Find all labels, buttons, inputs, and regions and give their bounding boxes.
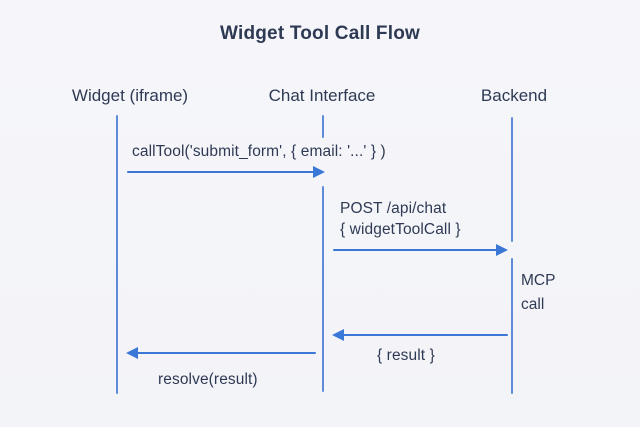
actor-label-backend: Backend	[480, 86, 548, 105]
arrow-shaft	[333, 249, 501, 251]
lifeline-chat-top-segment	[322, 115, 324, 138]
arrow-shaft	[339, 334, 508, 336]
lifeline-backend-main-segment	[511, 258, 513, 394]
arrowhead-right-icon	[496, 244, 508, 256]
message-label-result: { result }	[377, 347, 435, 364]
arrow-shaft	[127, 171, 318, 173]
message-arrow-result	[332, 329, 508, 341]
note-line-2: call	[521, 296, 545, 313]
message-label-calltool: callTool('submit_form', { email: '...' }…	[132, 143, 386, 160]
message-label-post-api-chat: POST /api/chat { widgetToolCall }	[340, 198, 461, 240]
diagram-title: Widget Tool Call Flow	[220, 23, 420, 44]
message-label-line-1: POST /api/chat	[340, 200, 447, 217]
note-mcp-call: MCP call	[521, 269, 555, 317]
lifeline-backend-top-segment	[511, 117, 513, 242]
message-arrow-resolve	[126, 347, 316, 359]
message-arrow-calltool	[127, 166, 325, 178]
arrowhead-left-icon	[126, 347, 138, 359]
arrowhead-right-icon	[313, 166, 325, 178]
lifeline-chat-main-segment	[322, 186, 324, 392]
message-label-resolve: resolve(result)	[158, 371, 258, 388]
actor-label-chat-interface: Chat Interface	[268, 86, 376, 105]
lifeline-widget	[116, 115, 118, 394]
message-arrow-post-api-chat	[333, 244, 508, 256]
message-label-line-2: { widgetToolCall }	[340, 221, 461, 238]
actor-label-widget-iframe: Widget (iframe)	[71, 86, 189, 105]
note-line-1: MCP	[521, 272, 556, 289]
arrowhead-left-icon	[332, 329, 344, 341]
arrow-shaft	[133, 352, 316, 354]
